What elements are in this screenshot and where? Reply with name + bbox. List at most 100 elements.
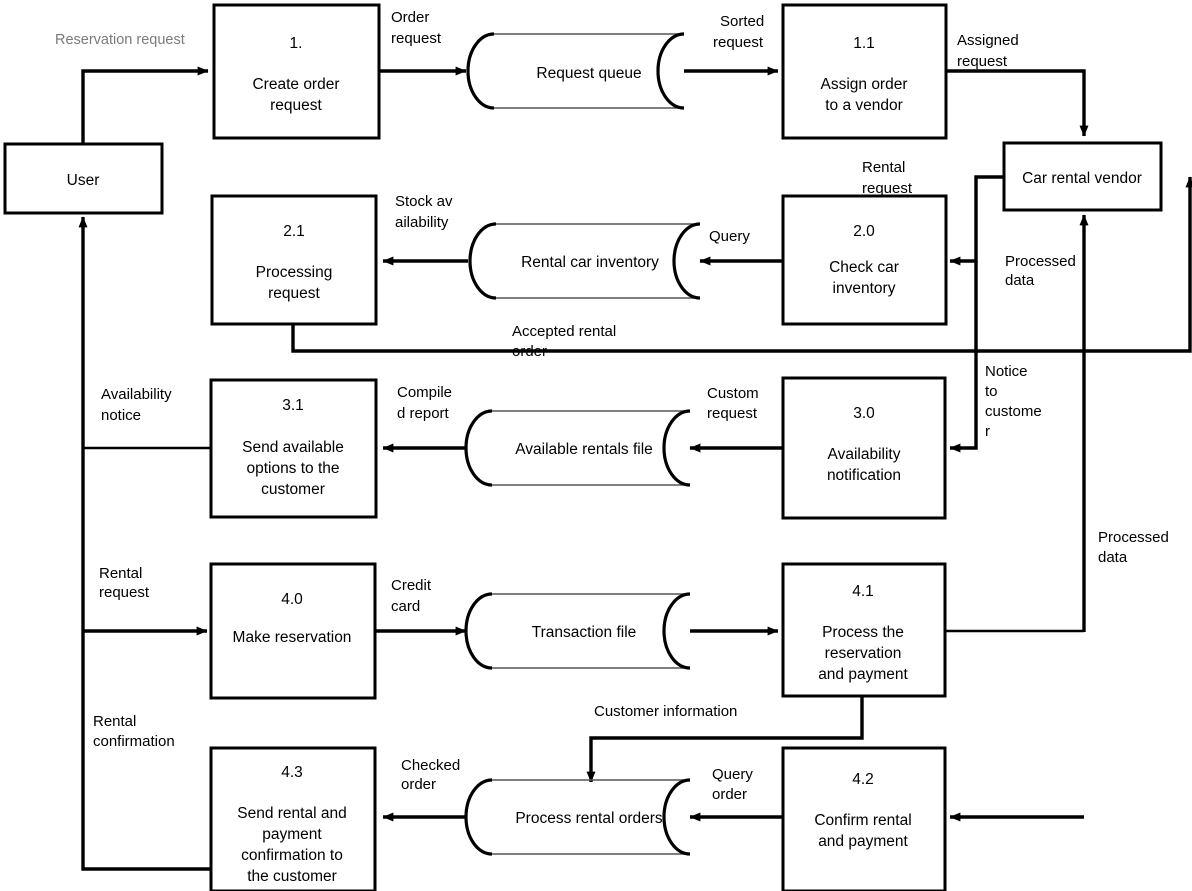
flow-customer-information [586, 696, 864, 783]
svg-text:request: request [99, 584, 150, 601]
data-store-label: Request queue [536, 65, 641, 82]
process-number: 4.0 [281, 591, 303, 608]
svg-text:Notice: Notice [985, 363, 1028, 380]
svg-text:Rental: Rental [93, 713, 136, 730]
svg-text:Query: Query [709, 228, 750, 245]
process-number: 3.0 [853, 405, 875, 422]
svg-text:Reservation request: Reservation request [55, 32, 185, 48]
label-rental-request-left: Rental request [99, 565, 150, 601]
label-processed-data-right: Processed data [1098, 529, 1169, 566]
process-name-line: Processing [256, 264, 333, 281]
data-store-process-rental-orders: Process rental orders [464, 778, 691, 856]
label-assigned-request: Assigned request [957, 32, 1019, 70]
data-store-label: Process rental orders [515, 810, 663, 827]
process-name-line: Make reservation [233, 629, 352, 646]
data-store-label: Available rentals file [515, 441, 653, 458]
label-order-request: Order request [391, 9, 442, 47]
process-name-line: options to the [246, 460, 339, 477]
process-4-2-confirm-rental-payment[interactable]: 4.2 Confirm rental and payment [781, 746, 947, 891]
svg-text:Sorted: Sorted [720, 13, 764, 30]
process-number: 2.1 [283, 223, 305, 240]
svg-text:Accepted rental: Accepted rental [512, 323, 616, 340]
process-name-line: Check car [829, 259, 899, 276]
svg-text:r: r [985, 423, 990, 440]
svg-text:Checked: Checked [401, 757, 460, 774]
process-name-line: reservation [825, 645, 902, 662]
label-accepted-rental-order: Accepted rental order [512, 323, 616, 360]
label-rental-request-top: Rental request [862, 159, 913, 197]
process-name-line: Process the [822, 624, 904, 641]
svg-text:request: request [707, 405, 758, 422]
data-store-available-rentals-file: Available rentals file [464, 409, 691, 487]
svg-text:request: request [713, 34, 764, 51]
label-query: Query [709, 228, 750, 245]
process-3-1-send-available-options[interactable]: 3.1 Send available options to the custom… [209, 378, 378, 519]
process-number: 1.1 [853, 35, 875, 52]
svg-text:custome: custome [985, 403, 1042, 420]
process-name-line: Confirm rental [814, 812, 911, 829]
process-3-0-availability-notification[interactable]: 3.0 Availability notification [781, 376, 947, 520]
label-availability-notice: Availability notice [101, 386, 172, 424]
svg-text:Rental: Rental [99, 565, 142, 582]
process-1-create-order-request[interactable]: 1. Create order request [212, 3, 381, 140]
process-4-0-make-reservation[interactable]: 4.0 Make reservation [209, 562, 377, 700]
process-name-line: the customer [247, 868, 337, 885]
label-rental-confirmation: Rental confirmation [93, 713, 175, 750]
process-number: 4.3 [281, 764, 303, 781]
process-name-line: request [268, 285, 320, 302]
svg-text:ailability: ailability [395, 214, 449, 231]
svg-text:to: to [985, 383, 998, 400]
process-2-0-check-car-inventory[interactable]: 2.0 Check car inventory [781, 194, 948, 326]
process-name-line: Availability [828, 446, 901, 463]
process-name-line: Send available [242, 439, 344, 456]
label-processed-data-top: Processed data [1005, 253, 1076, 289]
process-name-line: and payment [818, 666, 908, 683]
process-name-line: confirmation to [241, 847, 343, 864]
process-number: 3.1 [282, 397, 304, 414]
process-name-line: Assign order [820, 76, 907, 93]
svg-text:order: order [712, 786, 747, 803]
svg-text:notice: notice [101, 407, 141, 424]
label-notice-to-customer: Notice to custome r [985, 363, 1042, 440]
process-name-line: notification [827, 467, 901, 484]
svg-text:Availability: Availability [101, 386, 172, 403]
svg-text:Stock av: Stock av [395, 193, 453, 210]
svg-text:Order: Order [391, 9, 429, 26]
svg-text:Processed: Processed [1005, 253, 1076, 270]
svg-text:d report: d report [397, 405, 450, 422]
label-reservation-request: Reservation request [55, 32, 185, 48]
svg-text:Credit: Credit [391, 577, 432, 594]
data-store-label: Transaction file [532, 624, 637, 641]
svg-text:Custom: Custom [707, 385, 759, 402]
entity-user[interactable]: User [3, 142, 164, 215]
flow-rental-confirmation [78, 216, 210, 871]
process-4-1-process-reservation-payment[interactable]: 4.1 Process the reservation and payment [781, 562, 947, 698]
label-credit-card: Credit card [391, 577, 432, 615]
process-name-line: inventory [833, 280, 896, 297]
svg-text:request: request [862, 180, 913, 197]
process-number: 1. [290, 35, 303, 52]
entity-car-rental-vendor[interactable]: Car rental vendor [1002, 141, 1163, 212]
svg-text:Compile: Compile [397, 384, 452, 401]
process-4-3-send-rental-payment-confirmation[interactable]: 4.3 Send rental and payment confirmation… [209, 746, 377, 891]
process-name-line: to a vendor [825, 97, 903, 114]
svg-text:Processed: Processed [1098, 529, 1169, 546]
svg-text:data: data [1098, 549, 1128, 566]
label-checked-order: Checked order [401, 757, 460, 793]
data-store-transaction-file: Transaction file [464, 592, 691, 670]
flow-rental-request [949, 175, 1003, 266]
process-1-1-assign-order-to-vendor[interactable]: 1.1 Assign order to a vendor [781, 3, 948, 140]
svg-text:card: card [391, 598, 420, 615]
process-number: 4.1 [852, 583, 874, 600]
process-2-1-processing-request[interactable]: 2.1 Processing request [210, 194, 378, 326]
flow-accepted-rental-order [291, 176, 1192, 353]
process-name-line: customer [261, 481, 325, 498]
data-store-label: Rental car inventory [521, 254, 659, 271]
flow-assigned-request [946, 69, 1089, 137]
svg-text:request: request [391, 30, 442, 47]
label-customer-information: Customer information [594, 703, 737, 720]
label-compiled-report: Compile d report [397, 384, 452, 422]
label-stock-availability: Stock av ailability [395, 193, 453, 231]
label-query-order: Query order [712, 766, 753, 803]
